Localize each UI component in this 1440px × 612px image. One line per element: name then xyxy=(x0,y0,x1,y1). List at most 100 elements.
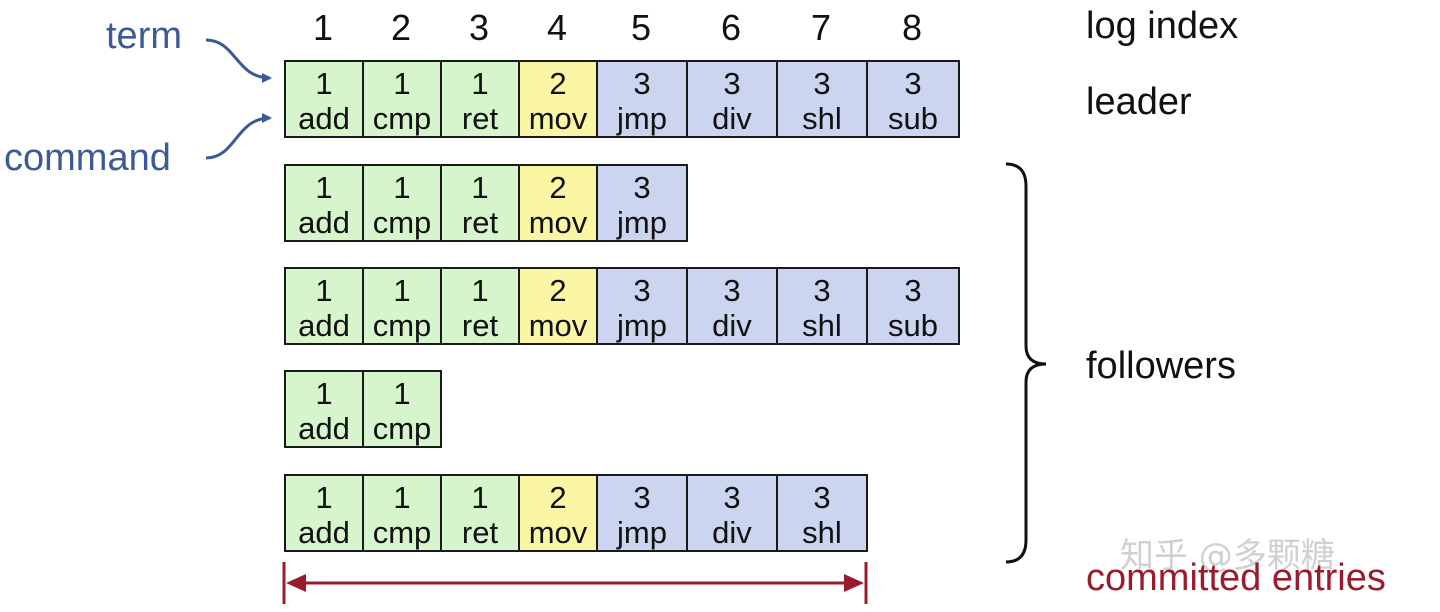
entry-command: mov xyxy=(528,308,588,343)
followers-label: followers xyxy=(1086,345,1236,387)
entry-command: jmp xyxy=(617,308,667,343)
entry-command: mov xyxy=(528,101,588,136)
entry-command: cmp xyxy=(372,308,432,343)
watermark: 知乎 @多颗糖 xyxy=(1120,536,1335,576)
command-arrow xyxy=(205,113,272,160)
leader-label: leader xyxy=(1086,81,1192,123)
committed-range-arrow xyxy=(282,562,868,604)
entry-command: div xyxy=(712,101,752,136)
entry-term: 2 xyxy=(549,273,567,308)
followers-brace xyxy=(1005,162,1047,564)
entry-command: div xyxy=(712,515,752,550)
entry-command: jmp xyxy=(617,515,667,550)
entry-term: 1 xyxy=(315,66,333,101)
entry-command: ret xyxy=(461,515,499,550)
entry-command: add xyxy=(298,205,350,240)
log-index-2: 2 xyxy=(390,7,412,48)
log-index-8: 8 xyxy=(901,7,923,48)
log-index-7: 7 xyxy=(810,7,832,48)
entry-command: jmp xyxy=(617,101,667,136)
entry-term: 3 xyxy=(723,273,741,308)
entry-term: 3 xyxy=(633,273,651,308)
entry-term: 1 xyxy=(471,66,489,101)
term-arrow xyxy=(205,38,272,83)
entry-term: 1 xyxy=(471,480,489,515)
entry-term: 3 xyxy=(633,170,651,205)
entry-term: 3 xyxy=(813,66,831,101)
entry-command: cmp xyxy=(372,411,432,446)
entry-command: add xyxy=(298,515,350,550)
entry-term: 1 xyxy=(393,66,411,101)
entry-term: 1 xyxy=(471,170,489,205)
log-index-label: log index xyxy=(1086,5,1239,47)
entry-command: ret xyxy=(461,101,499,136)
entry-command: add xyxy=(298,101,350,136)
entry-command: ret xyxy=(461,308,499,343)
entry-term: 2 xyxy=(549,480,567,515)
log-index-5: 5 xyxy=(630,7,652,48)
entry-term: 3 xyxy=(813,273,831,308)
entry-command: mov xyxy=(528,515,588,550)
entry-command: cmp xyxy=(372,101,432,136)
log-index-6: 6 xyxy=(720,7,742,48)
entry-term: 3 xyxy=(904,273,922,308)
log-index-3: 3 xyxy=(468,7,490,48)
entry-term: 2 xyxy=(549,66,567,101)
entry-term: 1 xyxy=(393,273,411,308)
log-index-4: 4 xyxy=(546,7,568,48)
entry-command: add xyxy=(298,411,350,446)
entry-command: jmp xyxy=(617,205,667,240)
entry-command: add xyxy=(298,308,350,343)
entry-term: 3 xyxy=(633,66,651,101)
entry-command: mov xyxy=(528,205,588,240)
entry-term: 3 xyxy=(723,66,741,101)
entry-term: 1 xyxy=(393,480,411,515)
entry-term: 1 xyxy=(315,273,333,308)
entry-command: shl xyxy=(802,101,842,136)
entry-command: shl xyxy=(802,308,842,343)
entry-term: 2 xyxy=(549,170,567,205)
log-index-1: 1 xyxy=(312,7,334,48)
entry-term: 1 xyxy=(393,170,411,205)
entry-term: 1 xyxy=(393,376,411,411)
entry-term: 1 xyxy=(315,170,333,205)
entry-term: 3 xyxy=(813,480,831,515)
entry-command: shl xyxy=(802,515,842,550)
entry-term: 1 xyxy=(315,376,333,411)
entry-term: 3 xyxy=(904,66,922,101)
entry-command: cmp xyxy=(372,205,432,240)
committed-entries-label: committed entries xyxy=(1086,557,1386,599)
entry-term: 1 xyxy=(315,480,333,515)
entry-command: div xyxy=(712,308,752,343)
